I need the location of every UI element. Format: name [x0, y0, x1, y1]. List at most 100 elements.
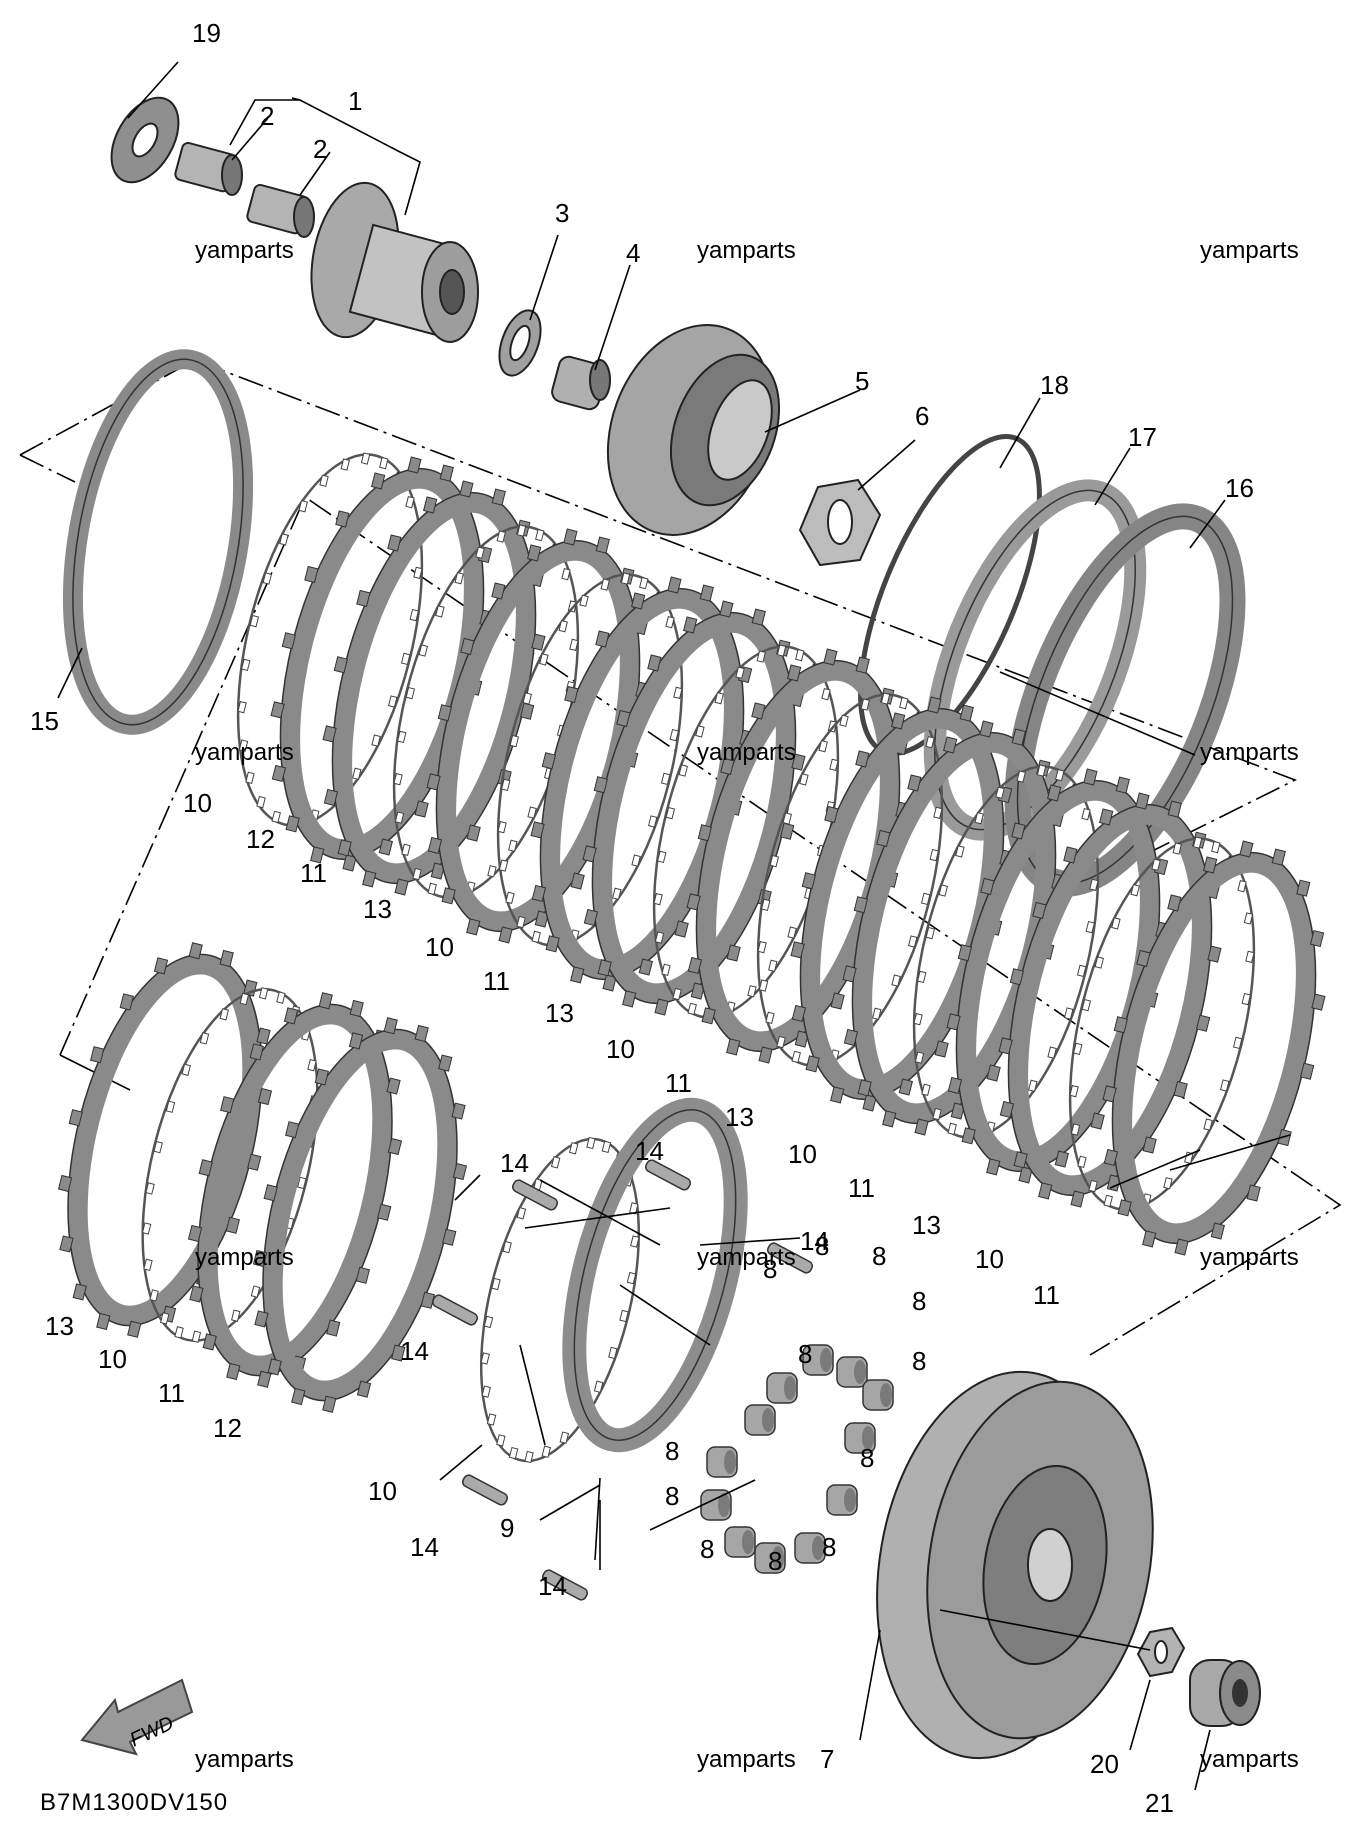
friction-plate-tab — [986, 1064, 1001, 1082]
callout-8: 8 — [815, 1231, 829, 1261]
friction-plate-tab — [491, 582, 506, 600]
steel-plate-tooth — [559, 1431, 570, 1444]
steel-plate-tooth — [791, 1050, 801, 1064]
steel-plate-tooth — [219, 1008, 229, 1021]
watermark: yamparts — [697, 1746, 796, 1773]
part-5-clutch-boss — [606, 324, 781, 536]
friction-plate-tab — [805, 1055, 820, 1073]
steel-plate-tooth — [593, 1380, 604, 1393]
steel-plate-tooth — [550, 1156, 561, 1169]
friction-plate-tab — [843, 1028, 859, 1047]
lower-plate — [252, 1017, 468, 1413]
callout-2: 2 — [260, 101, 274, 131]
steel-plate-tooth — [761, 898, 771, 912]
steel-plate-tooth — [319, 474, 329, 487]
friction-plate-tab — [530, 821, 545, 839]
friction-plate-tab — [59, 1235, 74, 1253]
steel-plate-tooth — [769, 854, 780, 868]
friction-plate-tab — [257, 1370, 272, 1388]
friction-plate-tab — [927, 696, 942, 714]
steel-plate-tooth — [1172, 842, 1182, 855]
steel-plate-tooth — [379, 456, 389, 470]
callout-8: 8 — [768, 1546, 782, 1576]
steel-plate-tooth — [1055, 768, 1065, 782]
callout-11: 11 — [665, 1068, 692, 1098]
steel-plate-tooth — [497, 820, 507, 834]
friction-plate-body — [592, 612, 796, 1004]
friction-plate-tab — [622, 990, 637, 1008]
steel-plate-tooth — [238, 739, 249, 752]
steel-plate-tooth — [673, 686, 683, 700]
steel-plate-tooth — [672, 987, 682, 1001]
friction-plate-tab — [1090, 1112, 1105, 1130]
callout-13: 13 — [545, 998, 574, 1028]
steel-plate-tooth — [929, 848, 939, 862]
friction-plate-body — [67, 954, 263, 1326]
steel-plate-tooth — [160, 1312, 170, 1325]
friction-plate-tab — [1099, 808, 1114, 826]
callout-10: 10 — [183, 788, 212, 818]
friction-plate-tab — [801, 872, 817, 890]
pin — [512, 1179, 558, 1211]
friction-plate-tab — [426, 773, 441, 791]
upper-plate — [322, 480, 546, 896]
friction-plate-tab — [898, 1078, 913, 1096]
steel-plate-body — [141, 988, 319, 1342]
friction-plate-tab — [862, 1094, 877, 1112]
steel-plate-tooth — [1016, 770, 1026, 783]
callout-11: 11 — [848, 1173, 875, 1203]
damper-face — [718, 1493, 730, 1517]
friction-plate-tab — [356, 589, 371, 608]
friction-plate-tab — [257, 1087, 273, 1106]
callout-11: 11 — [1033, 1280, 1060, 1310]
watermark: yamparts — [1200, 237, 1299, 264]
friction-plate-tab — [751, 702, 766, 720]
friction-plate-tab — [1207, 945, 1222, 963]
steel-plate-tooth — [501, 778, 511, 792]
friction-plate-tab — [1018, 1166, 1033, 1184]
damper-face — [844, 1488, 856, 1512]
friction-plate-tab — [437, 704, 453, 722]
friction-plate-tab — [1299, 1062, 1315, 1080]
steel-plate-tooth — [535, 528, 545, 542]
steel-plate-tooth — [502, 1240, 512, 1254]
friction-plate-tab — [1117, 1199, 1132, 1217]
pin — [645, 1159, 691, 1191]
friction-plate-tab — [198, 1159, 213, 1177]
friction-plate-tab — [153, 957, 169, 975]
friction-plate-tab — [697, 824, 713, 842]
steel-plate-tooth — [454, 572, 464, 585]
callout-6: 6 — [915, 401, 929, 431]
friction-plate-tab — [337, 839, 352, 857]
friction-plate-tab — [946, 1013, 961, 1031]
friction-plate-tab — [1011, 728, 1026, 746]
friction-plate-tab — [1210, 1222, 1225, 1240]
steel-plate-tooth — [298, 500, 308, 513]
steel-plate-tooth — [1243, 912, 1254, 925]
friction-plate-tab — [998, 1037, 1013, 1055]
friction-plate-tab — [1167, 894, 1182, 912]
steel-plate-tooth — [393, 772, 403, 786]
friction-plate-tab — [72, 1283, 87, 1301]
friction-plate-tab — [394, 878, 409, 896]
steel-plate-tooth — [665, 616, 675, 629]
friction-plate-tab — [654, 998, 669, 1016]
friction-plate-tab — [271, 764, 287, 783]
watermark: yamparts — [1200, 739, 1299, 766]
friction-plate-tab — [855, 750, 870, 768]
steel-plate-tooth — [1069, 1084, 1079, 1098]
steel-plate-tooth — [250, 1285, 261, 1298]
steel-plate-tooth — [1241, 992, 1251, 1006]
friction-plate-tab — [377, 1203, 392, 1221]
friction-plate-tab — [830, 1086, 845, 1104]
steel-plate-tooth — [1063, 1007, 1074, 1020]
steel-plate-tooth — [1070, 1123, 1081, 1136]
steel-plate-tooth — [1130, 884, 1140, 897]
steel-plate-tooth — [758, 979, 769, 992]
steel-plate-tooth — [795, 648, 805, 662]
damper-face — [742, 1530, 754, 1554]
steel-plate-tooth — [768, 959, 778, 972]
friction-plate-tab — [362, 870, 377, 888]
part-19-thrust-washer — [110, 96, 180, 184]
